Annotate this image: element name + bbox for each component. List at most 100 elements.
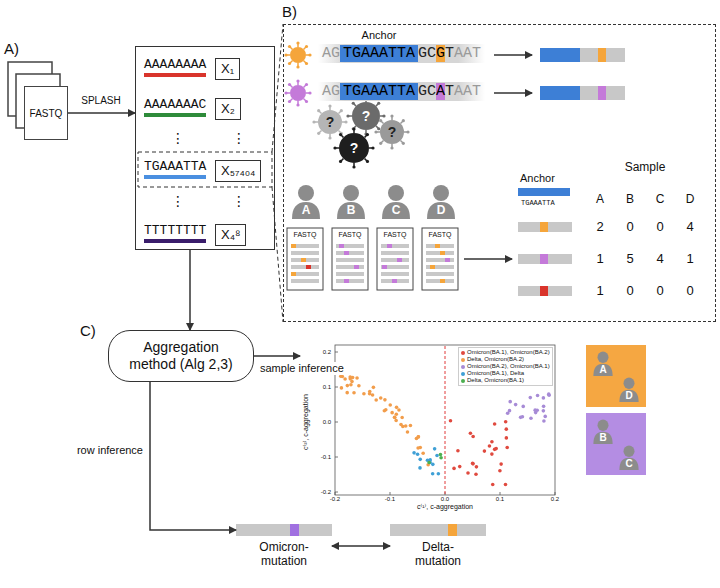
virus-spike-tip — [284, 53, 287, 56]
read-mark — [344, 279, 349, 283]
data-point — [542, 409, 546, 413]
node-text: ⋮ — [232, 193, 246, 209]
count-box: X₅₇₄₀₄ — [215, 160, 261, 182]
data-point — [439, 453, 443, 457]
tick-label: 0.2 — [551, 496, 559, 503]
node-text: FASTQ — [30, 108, 63, 119]
read-mark — [440, 279, 445, 283]
read-mark — [306, 265, 311, 269]
data-point — [435, 454, 439, 458]
read-stripe — [291, 279, 319, 283]
node-text: X₂ — [221, 101, 235, 117]
virus-spike-tip — [382, 114, 385, 117]
legend-text: Delta, Omicron(BA.1) — [467, 377, 524, 384]
virus-spike-tip — [379, 119, 382, 122]
connector-label: sample inference — [258, 362, 346, 375]
tick-label: 0.1 — [323, 384, 331, 391]
virus-spike-tip — [305, 62, 308, 65]
data-point — [341, 375, 345, 379]
node-text: A — [592, 364, 614, 375]
data-point — [352, 391, 356, 395]
tick-mark — [500, 492, 501, 495]
anchor-bar — [518, 188, 570, 196]
legend-swatch — [461, 365, 465, 369]
node-text: D — [425, 204, 457, 217]
tick-mark — [335, 492, 336, 495]
unknown-mark: ? — [362, 108, 371, 124]
connector — [68, 112, 135, 114]
data-point — [388, 403, 392, 407]
data-point — [490, 440, 494, 444]
virus-spike-tip — [390, 146, 393, 149]
fastq-file — [287, 228, 323, 290]
panel-letter: C) — [80, 322, 96, 339]
virus-spike-tip — [296, 79, 299, 82]
tick-label: 0.1 — [496, 496, 504, 503]
data-point — [368, 392, 372, 396]
kmer-color-bar — [144, 113, 206, 117]
anchor-label: Anchor — [362, 29, 397, 42]
data-point — [340, 386, 344, 390]
read-stripe — [381, 244, 409, 248]
sequence-letters: GC — [418, 45, 436, 62]
data-point — [498, 469, 502, 473]
virus-spike-tip — [312, 120, 315, 123]
node-text: TTTTTTTT — [144, 223, 206, 238]
person-icon: D — [425, 183, 457, 219]
virus-spike-tip — [296, 103, 299, 106]
mutation-mark — [448, 524, 457, 536]
person-icon: D — [618, 376, 640, 402]
sequence-letters: AG — [322, 83, 340, 100]
virus-spike-tip — [377, 102, 380, 105]
target-block — [580, 48, 625, 62]
virus-spike-tip — [406, 130, 409, 133]
unknown-mark: ? — [388, 124, 397, 140]
anchor-block — [540, 48, 580, 62]
connector — [189, 250, 191, 330]
read-stripe — [291, 265, 319, 269]
count-box: X₁ — [215, 58, 240, 80]
read-stripe — [426, 272, 454, 276]
data-point — [348, 375, 352, 379]
data-point — [412, 451, 416, 455]
data-point — [343, 377, 347, 381]
virus-spike-tip — [333, 146, 336, 149]
data-point — [416, 446, 420, 450]
read-stripe — [291, 244, 319, 248]
data-point — [409, 424, 413, 428]
node-text: ⋮ — [232, 130, 246, 146]
data-point — [433, 447, 437, 451]
virus-spike-tip — [296, 65, 299, 68]
node-text: ⋮ — [171, 130, 185, 146]
virus-spike-tip — [284, 91, 287, 94]
virus-spike-tip — [340, 109, 343, 112]
data-point — [504, 483, 508, 487]
target-bar — [518, 254, 572, 264]
kmer-color-bar — [144, 239, 206, 243]
virus-spike-tip — [371, 146, 374, 149]
person-icon: A — [290, 183, 322, 219]
mutation-mark — [290, 524, 299, 536]
read-stripe — [426, 265, 454, 269]
read-mark — [392, 279, 397, 283]
connector — [272, 24, 283, 322]
mutation-mark — [540, 254, 548, 264]
data-point — [439, 456, 443, 460]
connector-label: SPLASH — [79, 94, 122, 107]
node-text: c⁽¹⁾, c-aggregation — [417, 503, 473, 511]
node-text: C — [618, 458, 640, 469]
read-stripe — [291, 272, 319, 276]
data-point — [469, 431, 473, 435]
legend-swatch — [461, 372, 465, 376]
read-mark — [339, 244, 344, 248]
data-point — [395, 412, 399, 416]
table-cell: 0 — [656, 284, 663, 299]
table-cell: 1 — [596, 252, 603, 267]
read-stripe — [291, 258, 319, 262]
table-header: A — [596, 193, 604, 207]
file-label: FASTQ — [294, 231, 317, 239]
legend-entry: Omicron(BA.2), Omicron(BA.1) — [461, 363, 550, 370]
arrow — [494, 92, 532, 94]
virus-spike-tip — [296, 41, 299, 44]
read-mark — [354, 265, 359, 269]
